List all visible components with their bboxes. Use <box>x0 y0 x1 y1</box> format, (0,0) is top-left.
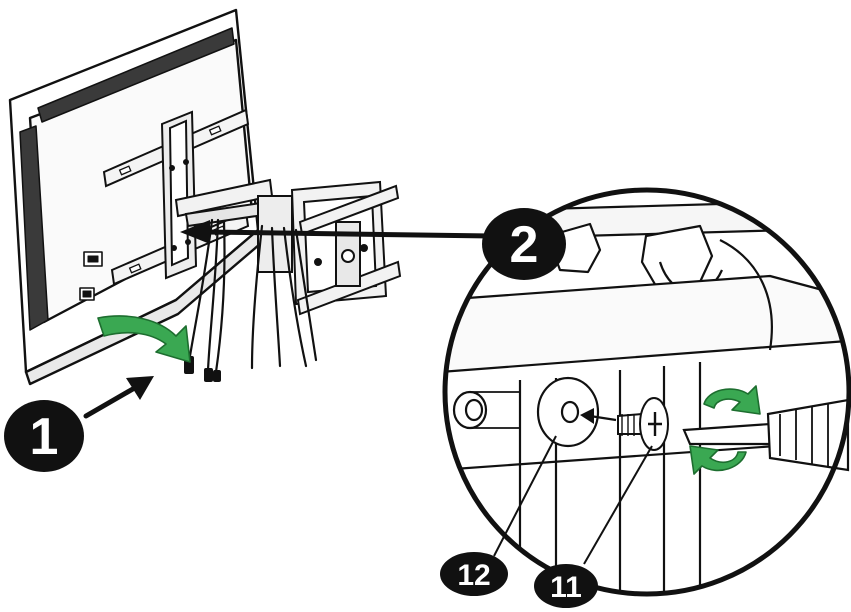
detail-magnifier <box>442 187 851 597</box>
step-badge-2: 2 <box>482 208 566 280</box>
step-1-pointer-arrow <box>83 376 154 419</box>
cable-bundle <box>188 218 318 374</box>
step-badge-1: 1 <box>4 400 84 472</box>
leader-line-11 <box>583 445 653 565</box>
step-2-pointer-arrow <box>180 220 495 244</box>
part-badge-11-label: 11 <box>550 571 582 604</box>
part-badge-11: 11 <box>534 564 598 608</box>
step-badge-2-label: 2 <box>510 216 539 274</box>
leader-line-12 <box>493 435 557 557</box>
tv-back-icon <box>8 8 262 386</box>
screwdriver-icon <box>682 398 850 472</box>
step-badge-1-label: 1 <box>30 408 59 466</box>
rotate-clockwise-icon <box>689 385 761 475</box>
rotate-arrow-icon <box>97 315 191 363</box>
screw-icon <box>617 397 669 451</box>
part-badge-12-label: 12 <box>457 559 490 592</box>
part-badge-12: 12 <box>440 552 508 596</box>
washer-icon <box>536 376 600 448</box>
insert-arrow <box>580 408 617 424</box>
